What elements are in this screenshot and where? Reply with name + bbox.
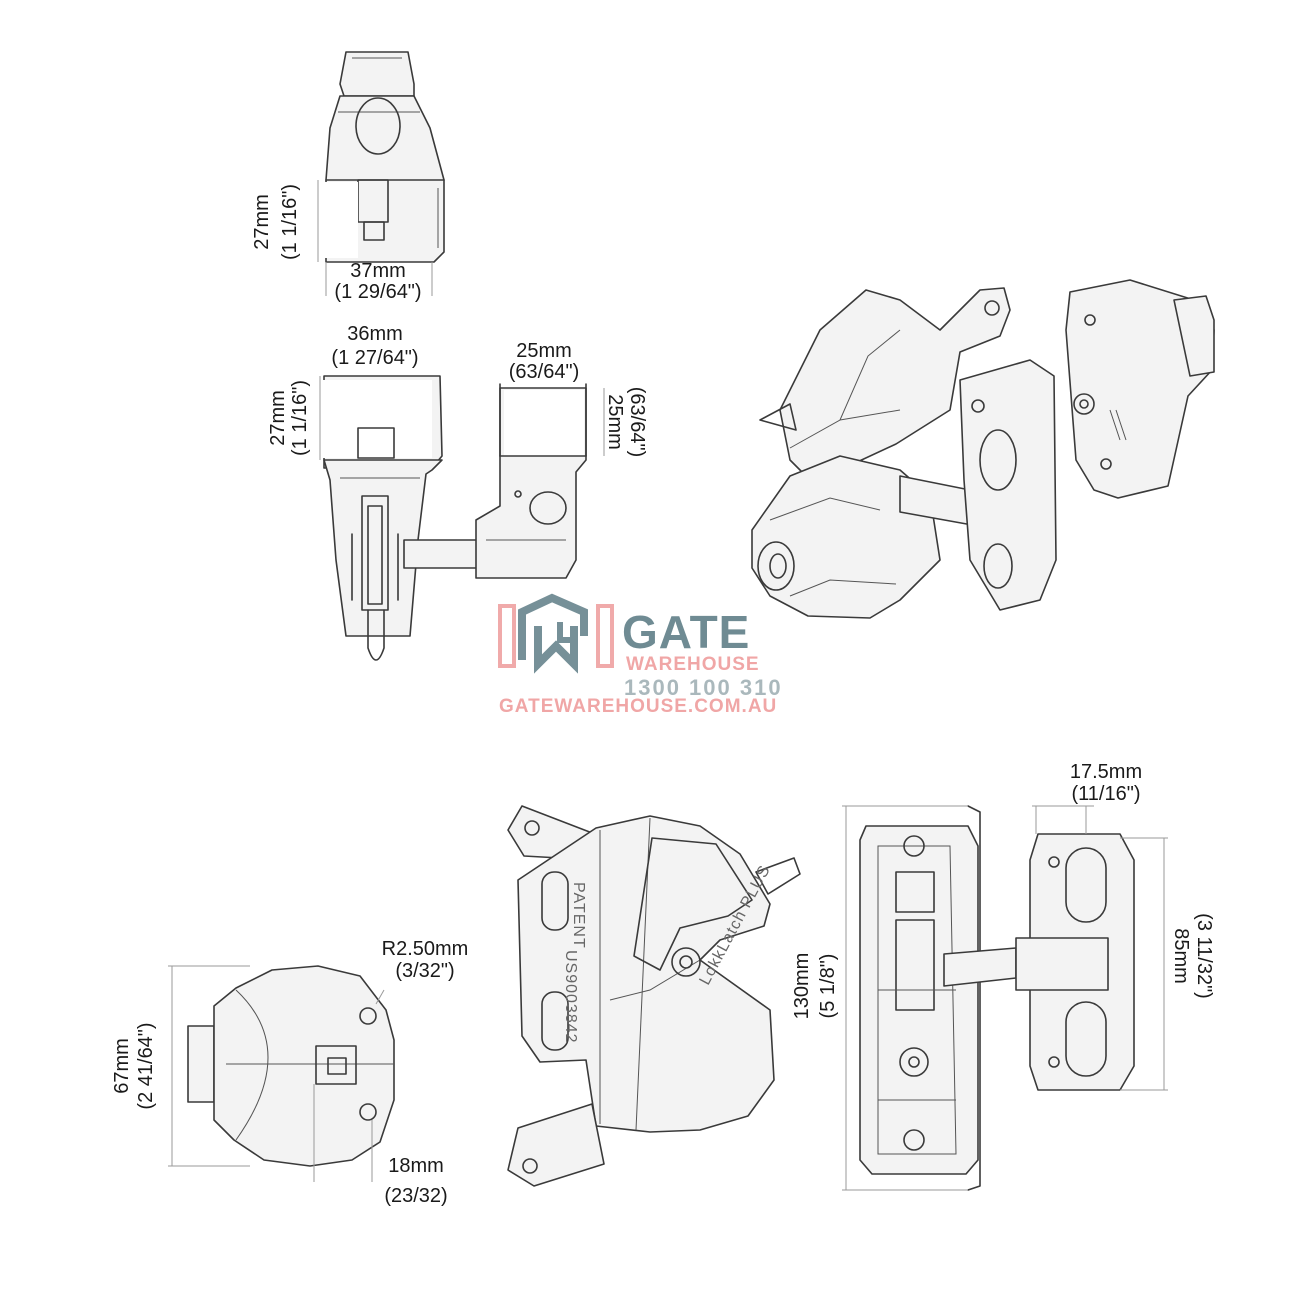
dim-front-height-in: (2 41/64") (135, 1022, 157, 1109)
dim-keeper-plate-mm: 85mm (1170, 928, 1192, 984)
dim-front-height-mm: 67mm (111, 1038, 133, 1094)
brand-name: GATE (622, 606, 750, 658)
latch-side-profile (507, 805, 801, 1187)
engraving-patent: PATENT (570, 882, 587, 949)
dim-radius-in: (3/32") (395, 960, 454, 982)
latch-front-view (168, 965, 395, 1182)
dim-overall-height-in: (5 1/8") (817, 954, 839, 1019)
dim-keeper-width-in: (63/64") (509, 361, 579, 383)
dim-top-width-mm: 37mm (350, 260, 406, 282)
dim-keeper-offset-mm: 17.5mm (1070, 761, 1142, 783)
brand-phone: 1300 100 310 (624, 675, 783, 700)
dim-overall-height-mm: 130mm (791, 953, 813, 1020)
latch-front-elevation (842, 805, 1168, 1191)
dim-side-height-mm: 27mm (267, 390, 289, 446)
dim-top-height-in: (1 1/16") (279, 184, 301, 260)
dim-side-height-in: (1 1/16") (289, 380, 311, 456)
dim-keeper-height-mm: 25mm (604, 394, 626, 450)
dim-keeper-offset-in: (11/16") (1072, 783, 1141, 805)
latch-isometric-view (751, 279, 1215, 619)
dim-keeper-height-in: (63/64") (626, 387, 648, 457)
dim-offset-in: (23/32) (384, 1185, 447, 1207)
engraving-patent-number: US9003842 (562, 950, 579, 1044)
latch-side-view (319, 375, 605, 661)
dim-radius-mm: R2.50mm (382, 938, 469, 960)
dim-offset-mm: 18mm (388, 1155, 444, 1177)
latch-top-view (317, 51, 445, 296)
dim-side-width-mm: 36mm (347, 323, 403, 345)
dim-keeper-plate-in: (3 11/32") (1193, 913, 1215, 999)
brand-url: GATEWAREHOUSE.COM.AU (499, 696, 777, 717)
gate-warehouse-logo (498, 593, 614, 674)
dim-side-width-in: (1 27/64") (331, 347, 418, 369)
dim-keeper-width-mm: 25mm (516, 340, 572, 362)
brand-subtitle: WAREHOUSE (626, 654, 760, 675)
dim-top-width-in: (1 29/64") (334, 281, 421, 303)
dim-top-height-mm: 27mm (251, 194, 273, 250)
